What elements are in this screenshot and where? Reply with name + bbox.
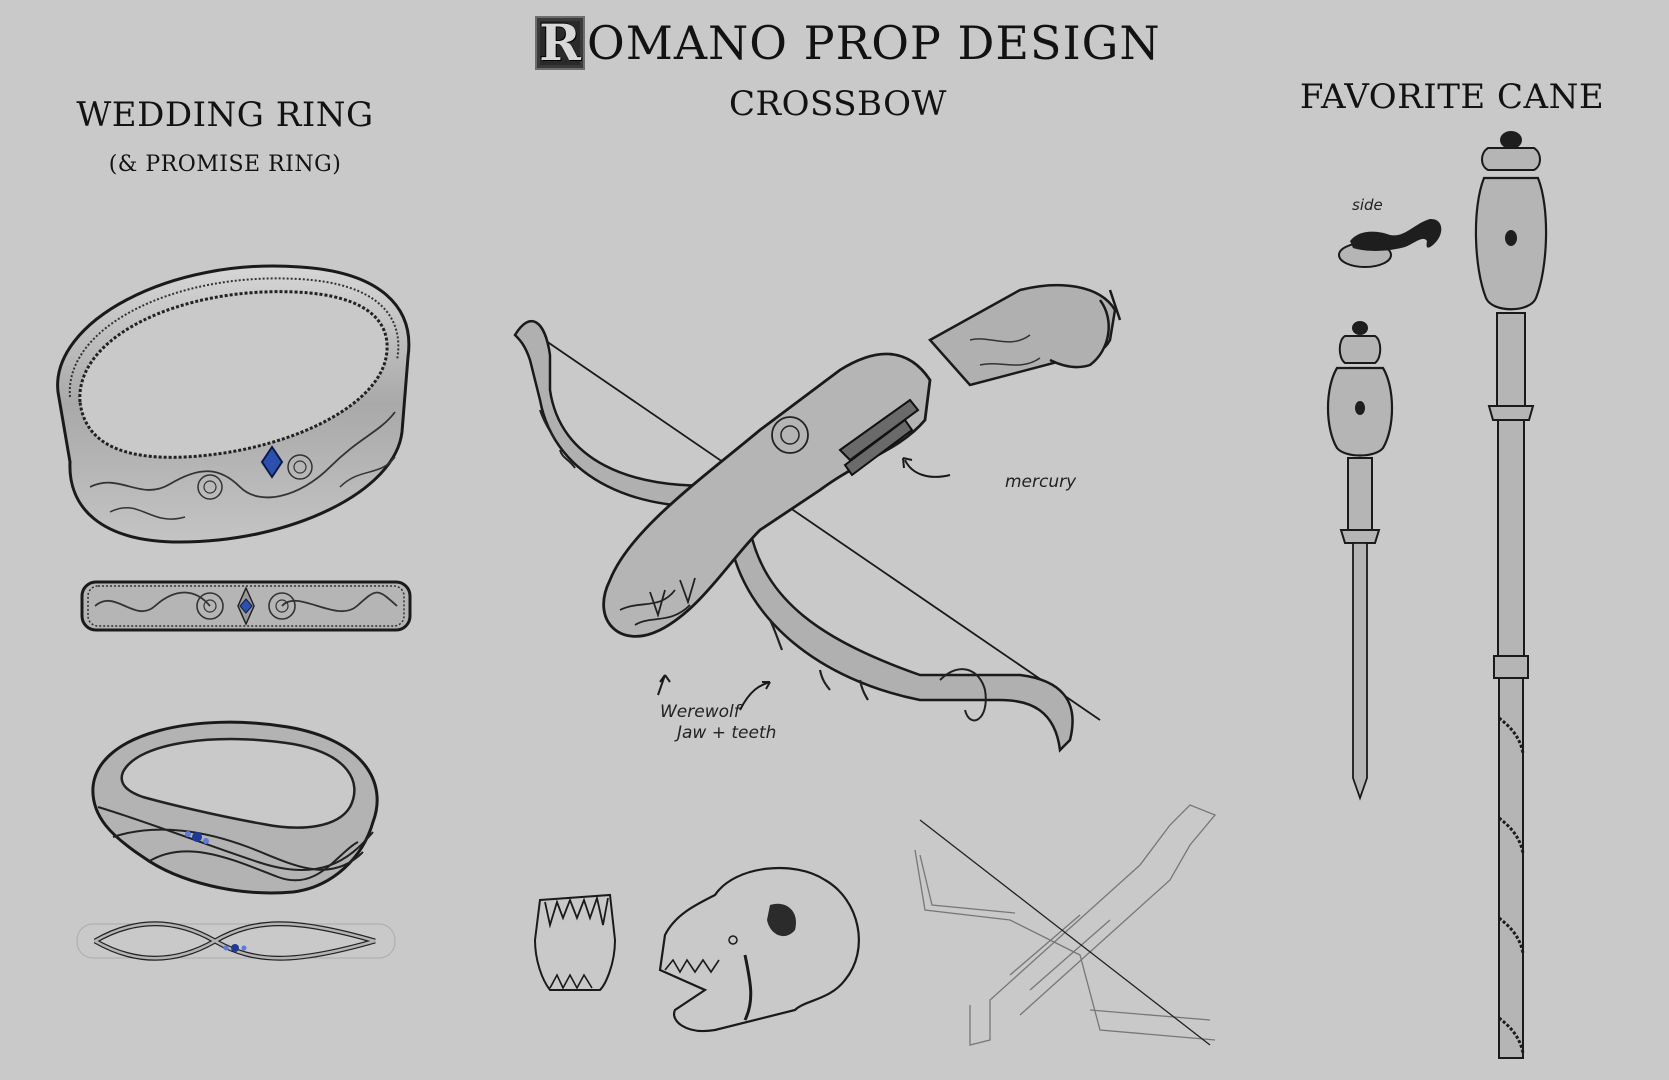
illuminated-initial: R (535, 16, 585, 70)
wedding-ring-drawing (56, 264, 411, 544)
promise-ring-flat-band (76, 921, 396, 961)
wedding-ring-heading: WEDDING RING (76, 95, 374, 135)
werewolf-annotation-line2: Jaw + teeth (677, 723, 777, 743)
crossbow-drawing (513, 284, 1122, 753)
sword-cane-drawing (1326, 321, 1394, 801)
wedding-ring-flat-band (80, 580, 412, 632)
promise-ring-subheading: (& PROMISE RING) (108, 152, 342, 177)
favorite-cane-heading: FAVORITE CANE (1299, 77, 1605, 117)
werewolf-skull-sketch (658, 866, 860, 1033)
crossbow-rough-sketch (914, 804, 1217, 1046)
long-cane-drawing (1474, 131, 1548, 1059)
title-initial-letter: R (539, 16, 581, 70)
werewolf-jaw-front-sketch (533, 893, 617, 991)
crossbow-heading: CROSSBOW (729, 84, 947, 124)
werewolf-annotation-line1: Werewolf (660, 702, 740, 722)
promise-ring-drawing (91, 720, 379, 895)
title-text: OMANO PROP DESIGN (587, 16, 1161, 70)
cane-top-side-view (1338, 218, 1442, 268)
side-view-annotation: side (1352, 196, 1383, 214)
page-title: R OMANO PROP DESIGN (535, 14, 1161, 72)
mercury-annotation: mercury (1005, 472, 1077, 492)
